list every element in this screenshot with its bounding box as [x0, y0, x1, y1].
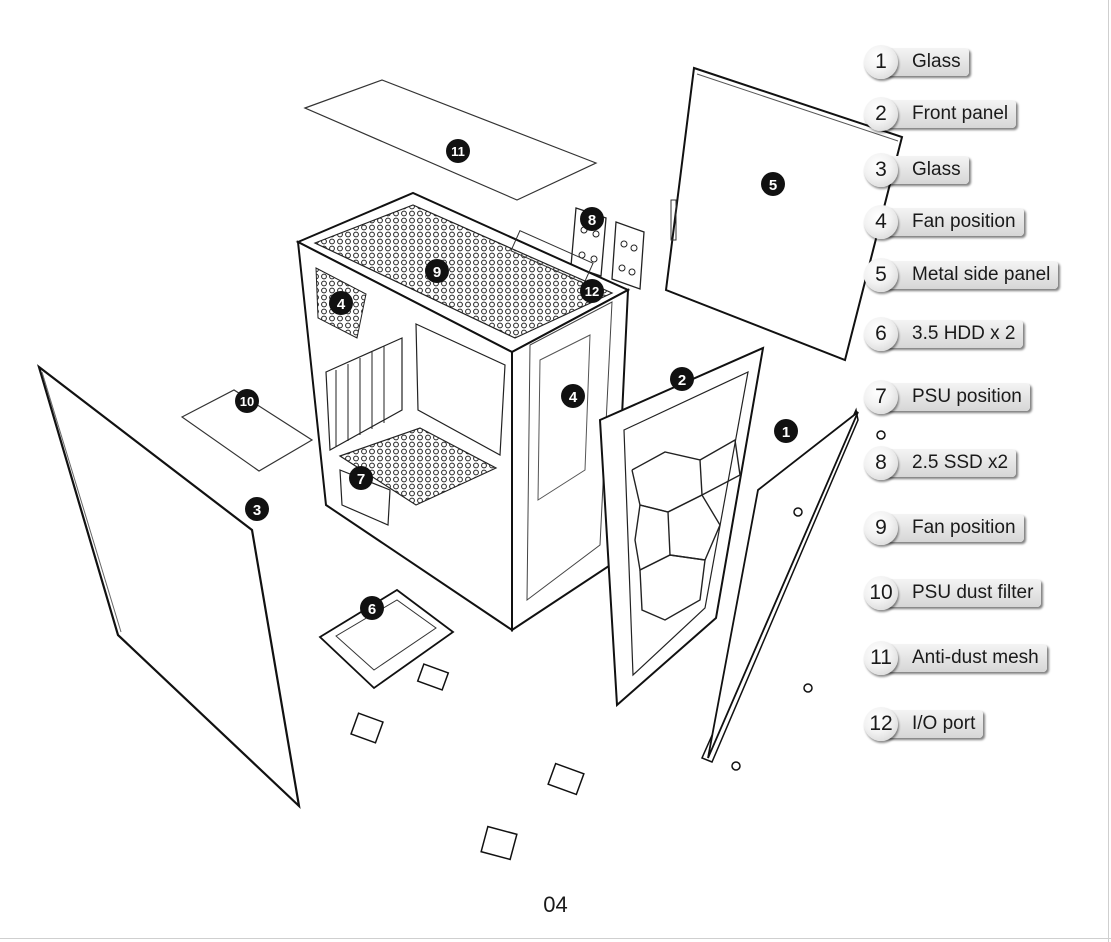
callout-ssd-brackets: 8 — [580, 207, 604, 231]
legend-number-badge: 5 — [864, 258, 898, 292]
front-panel — [598, 346, 765, 708]
chassis — [295, 191, 631, 632]
legend-label: Metal side panel — [884, 261, 1059, 289]
legend-item-glass-left: Glass 3 — [864, 153, 1084, 187]
anti-dust-mesh — [303, 79, 598, 201]
callout-label: 2 — [678, 372, 686, 389]
callout-label: 9 — [433, 264, 441, 281]
legend-item-fan-position: Fan position 4 — [864, 205, 1084, 239]
callout-hdd-cage: 6 — [360, 596, 384, 620]
callout-label: 1 — [782, 424, 790, 441]
legend-label: Fan position — [884, 208, 1024, 236]
legend-number-badge: 9 — [864, 511, 898, 545]
callout-label: 3 — [253, 502, 261, 519]
legend-item-psu-position: PSU position 7 — [864, 380, 1084, 414]
case-feet — [350, 712, 585, 861]
callout-label: 4 — [569, 389, 578, 406]
legend-number-badge: 10 — [864, 576, 898, 610]
legend-number-badge: 6 — [864, 317, 898, 351]
callout-label: 10 — [240, 394, 254, 409]
legend-label: 3.5 HDD x 2 — [884, 320, 1024, 348]
callout-glass-left: 3 — [245, 497, 269, 521]
glass-left-panel — [36, 364, 301, 810]
callout-psu-position: 7 — [349, 466, 373, 490]
legend-label: Fan position — [884, 514, 1024, 542]
callout-anti-dust-mesh: 11 — [446, 139, 470, 163]
metal-side-panel — [664, 66, 904, 362]
callout-label: 8 — [588, 212, 596, 229]
legend-label: PSU dust filter — [884, 579, 1042, 607]
legend-item-front-panel: Front panel 2 — [864, 97, 1084, 131]
legend-number-badge: 11 — [864, 641, 898, 675]
callout-label: 4 — [337, 296, 346, 313]
legend-item-glass-front: Glass 1 — [864, 45, 1084, 79]
legend-number-badge: 8 — [864, 446, 898, 480]
callout-fan-top: 9 — [425, 259, 449, 283]
legend-item-hdd: 3.5 HDD x 2 6 — [864, 317, 1084, 351]
callout-fan-rear: 4 — [329, 291, 353, 315]
callout-glass-front: 1 — [774, 419, 798, 443]
hdd-cage — [318, 588, 455, 691]
callout-front-panel: 2 — [670, 367, 694, 391]
legend-label: Anti-dust mesh — [884, 644, 1047, 672]
callout-label: 11 — [451, 144, 465, 159]
legend-item-ssd: 2.5 SSD x2 8 — [864, 446, 1084, 480]
legend-number-badge: 2 — [864, 97, 898, 131]
callout-fan-front: 4 — [561, 384, 585, 408]
page-divider-right — [1108, 0, 1109, 942]
legend-item-metal-side-panel: Metal side panel 5 — [864, 258, 1084, 292]
legend-label: I/O port — [884, 710, 984, 738]
legend-label: Front panel — [884, 100, 1017, 128]
glass-front-panel — [700, 407, 886, 771]
legend-label: Glass — [884, 48, 969, 76]
page-divider-bottom — [0, 938, 1111, 939]
legend-number-badge: 4 — [864, 205, 898, 239]
legend-number-badge: 3 — [864, 153, 898, 187]
legend-label: Glass — [884, 156, 969, 184]
legend-label: PSU position — [884, 383, 1030, 411]
callout-label: 5 — [769, 177, 777, 194]
callout-label: 6 — [368, 601, 376, 618]
psu-dust-filter — [180, 389, 314, 472]
page-number: 04 — [543, 892, 568, 917]
callout-label: 7 — [357, 471, 365, 488]
callout-metal-side-panel: 5 — [761, 172, 785, 196]
legend-number-badge: 1 — [864, 45, 898, 79]
legend-item-anti-dust-mesh: Anti-dust mesh 11 — [864, 641, 1084, 675]
legend-item-psu-dust-filter: PSU dust filter 10 — [864, 576, 1084, 610]
legend-number-badge: 12 — [864, 707, 898, 741]
callout-psu-dust-filter: 10 — [235, 389, 259, 413]
callout-label: 12 — [585, 284, 599, 299]
legend-item-fan-position-top: Fan position 9 — [864, 511, 1084, 545]
callout-io-port: 12 — [580, 279, 604, 303]
legend-label: 2.5 SSD x2 — [884, 449, 1017, 477]
legend-item-io-port: I/O port 12 — [864, 707, 1084, 741]
legend-number-badge: 7 — [864, 380, 898, 414]
